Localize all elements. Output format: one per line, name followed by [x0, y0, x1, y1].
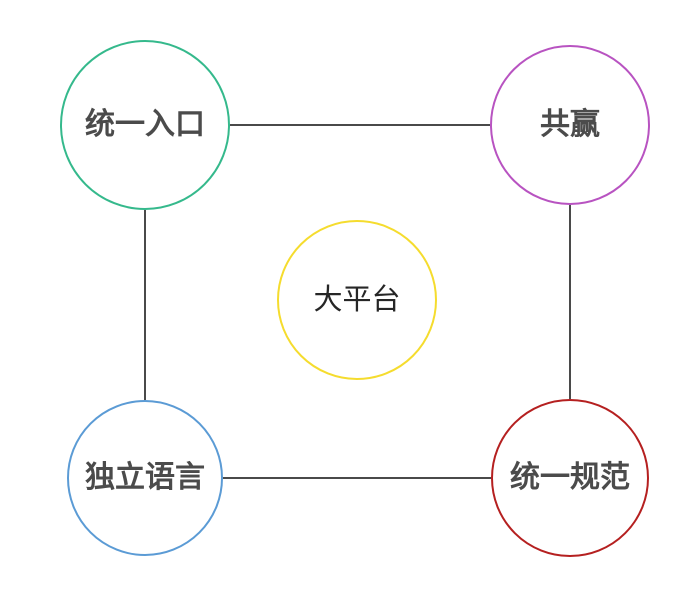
node-independent-language[interactable]: 独立语言: [67, 400, 223, 556]
connector-win-win-to-unified-standard: [569, 205, 571, 399]
node-win-win[interactable]: 共赢: [490, 45, 650, 205]
node-win-win-label: 共赢: [540, 108, 600, 141]
node-unified-entry[interactable]: 统一入口: [60, 40, 230, 210]
connector-unified-entry-to-win-win: [230, 124, 490, 126]
node-independent-language-label: 独立语言: [85, 461, 205, 494]
node-unified-entry-label: 统一入口: [85, 108, 205, 141]
node-big-platform[interactable]: 大平台: [277, 220, 437, 380]
connector-unified-entry-to-independent-language: [144, 210, 146, 400]
node-unified-standard-label: 统一规范: [510, 461, 630, 494]
node-unified-standard[interactable]: 统一规范: [491, 399, 649, 557]
connector-independent-language-to-unified-standard: [223, 477, 491, 479]
node-big-platform-label: 大平台: [313, 283, 401, 316]
